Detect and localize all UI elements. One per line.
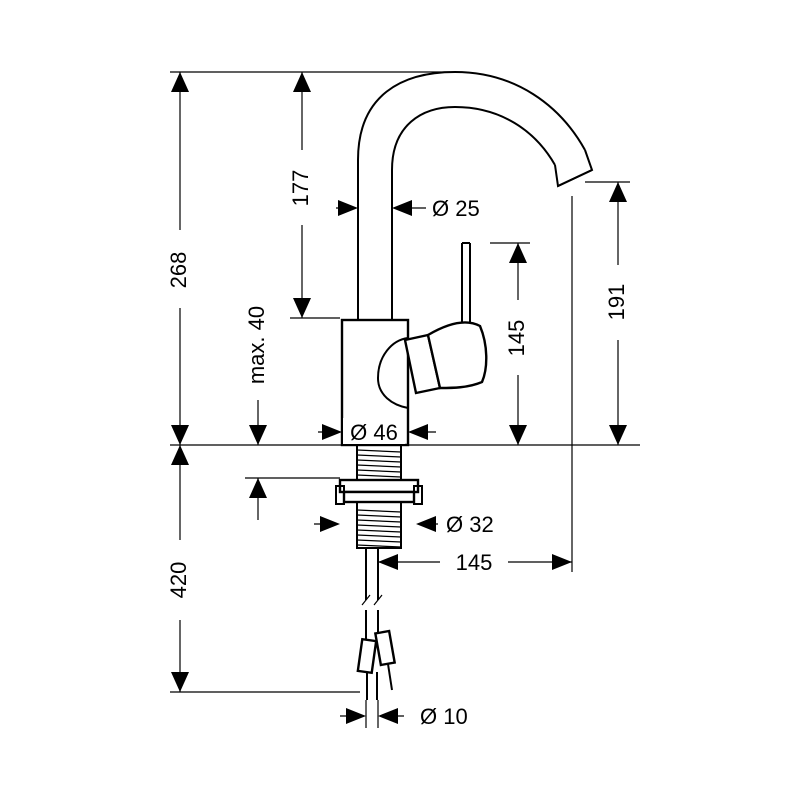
dimension-lever-height: 145 xyxy=(504,243,529,445)
thread-line xyxy=(356,514,402,518)
spout-height-label: 177 xyxy=(288,170,313,207)
thread-line xyxy=(356,474,402,478)
dimension-outlet-height: 191 xyxy=(604,182,629,445)
thread-line xyxy=(356,544,402,548)
thread-line xyxy=(356,519,402,523)
spout-inner-contour xyxy=(391,105,556,320)
thread-line xyxy=(356,509,402,513)
thread-line xyxy=(356,524,402,528)
hose-length-label: 420 xyxy=(166,562,191,599)
lever-cap xyxy=(426,321,488,390)
thread-line xyxy=(356,459,402,463)
lever-stem xyxy=(461,242,471,330)
spout-outer-contour xyxy=(357,70,586,320)
spout-diameter-label: Ø 25 xyxy=(432,196,480,221)
base-diameter-label: Ø 46 xyxy=(350,420,398,445)
thread-line xyxy=(356,454,402,458)
dimension-spout-height: 177 xyxy=(288,72,313,318)
spout-aerator xyxy=(554,149,594,188)
max-thickness-label: max. 40 xyxy=(244,306,269,384)
faucet-outline xyxy=(335,70,594,700)
mounting-nut xyxy=(335,478,423,505)
supply-hoses xyxy=(356,548,397,700)
thread-line xyxy=(356,464,402,468)
thread-line xyxy=(356,534,402,538)
extension-lines xyxy=(170,71,640,693)
thread-diameter-label: Ø 32 xyxy=(446,512,494,537)
dimension-base-diameter: Ø 46 xyxy=(318,418,436,445)
outlet-height-label: 191 xyxy=(604,284,629,321)
thread-line xyxy=(356,529,402,533)
reach-label: 145 xyxy=(456,550,493,575)
hose-diameter-label: Ø 10 xyxy=(420,704,468,729)
dimension-reach: 145 xyxy=(378,550,572,575)
thread-line xyxy=(356,469,402,473)
lever-height-label: 145 xyxy=(504,320,529,357)
thread-line xyxy=(356,449,402,453)
dimension-hose-length: 420 xyxy=(166,445,191,692)
dimension-thread-diameter: Ø 32 xyxy=(314,512,494,537)
thread-line xyxy=(356,539,402,543)
dimension-spout-diameter: Ø 25 xyxy=(336,196,480,221)
body-recess xyxy=(376,337,409,409)
dimension-total-height: 268 xyxy=(166,72,191,445)
total-height-label: 268 xyxy=(166,252,191,289)
dimension-max-thickness: max. 40 xyxy=(244,306,269,520)
dimension-hose-diameter: Ø 10 xyxy=(340,700,468,729)
